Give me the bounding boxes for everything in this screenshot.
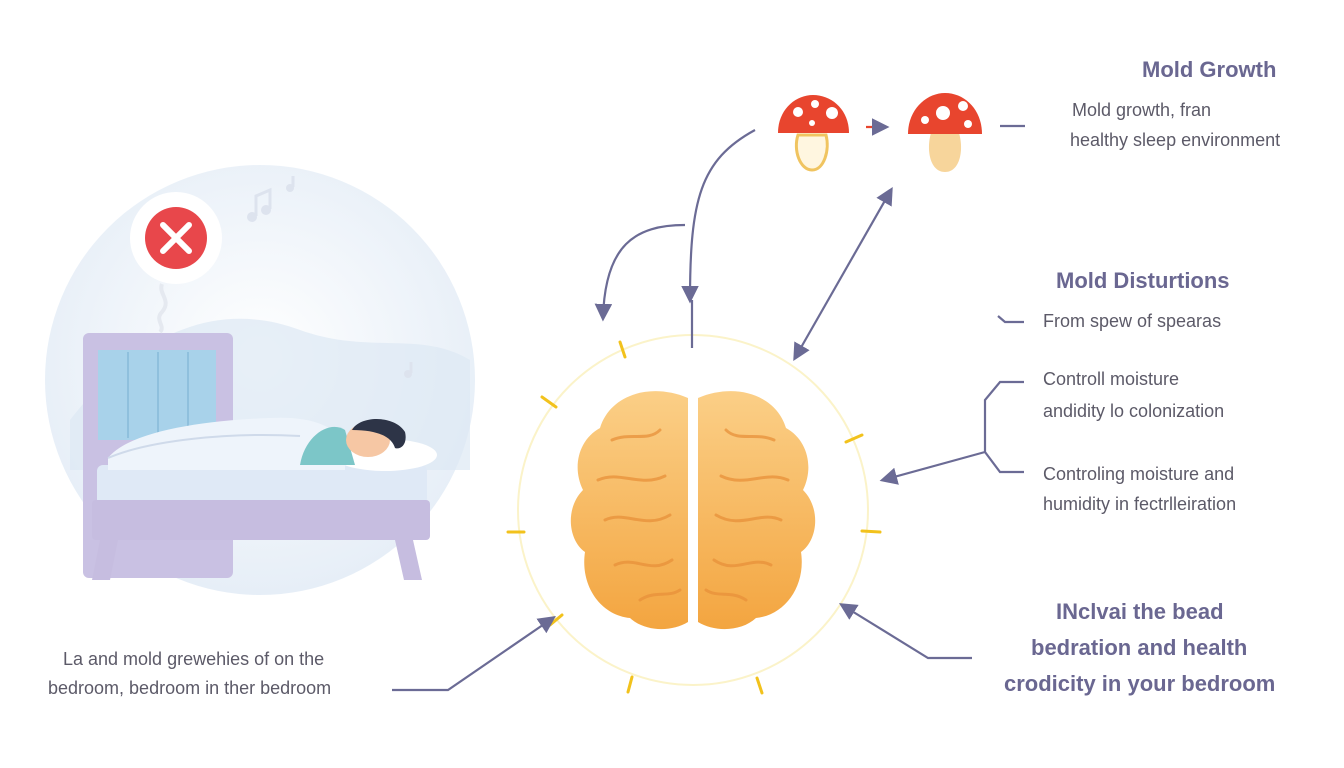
bottom-right-line2: bedration and health <box>1031 635 1248 660</box>
arrow-curve-left <box>594 223 686 322</box>
moisture-bracket <box>983 380 1024 474</box>
mushroom-icon <box>778 95 849 172</box>
bottom-right-line3: crodicity in your bedroom <box>1004 671 1276 696</box>
mold-disturbances-title: Mold Disturtions <box>1056 268 1230 293</box>
arrow-mushroom-to-brain <box>681 129 756 304</box>
arrow-double-brain-mushroom <box>793 186 893 362</box>
music-note-icon <box>247 176 413 378</box>
bed-icon <box>83 333 430 580</box>
moisture-item1-line1: Controll moisture <box>1043 369 1180 389</box>
moisture-item2-line2: humidity in fectrlleiration <box>1043 494 1237 514</box>
moisture-item2-line1: Controling moisture and <box>1043 464 1235 484</box>
mold-growth-line1: Mold growth, fran <box>1072 100 1212 120</box>
bottom-right-line1: INclvai the bead <box>1056 599 1224 624</box>
mushroom-icon-2 <box>908 93 982 172</box>
arrow-bottom-left <box>392 616 556 692</box>
sleeping-person-icon <box>107 417 437 471</box>
mold-growth-title: Mold Growth <box>1142 57 1277 82</box>
bottom-left-line2: bedroom, bedroom in ther bedroom <box>48 678 332 698</box>
arrow-bottom-right <box>839 603 972 660</box>
arrow-moisture-to-brain <box>879 450 986 485</box>
moisture-item1-line2: andidity lo colonization <box>1043 401 1225 421</box>
error-x-icon <box>130 192 222 334</box>
connectors <box>392 118 1025 692</box>
bottom-left-line1: La and mold grewehies of on the <box>63 649 325 669</box>
bedroom-scene <box>45 165 475 595</box>
disturbance-dash <box>997 315 1024 324</box>
mold-disturbances-item: From spew of spearas <box>1043 311 1222 331</box>
mold-growth-line2: healthy sleep environment <box>1070 130 1281 150</box>
brain-icon <box>506 334 882 695</box>
